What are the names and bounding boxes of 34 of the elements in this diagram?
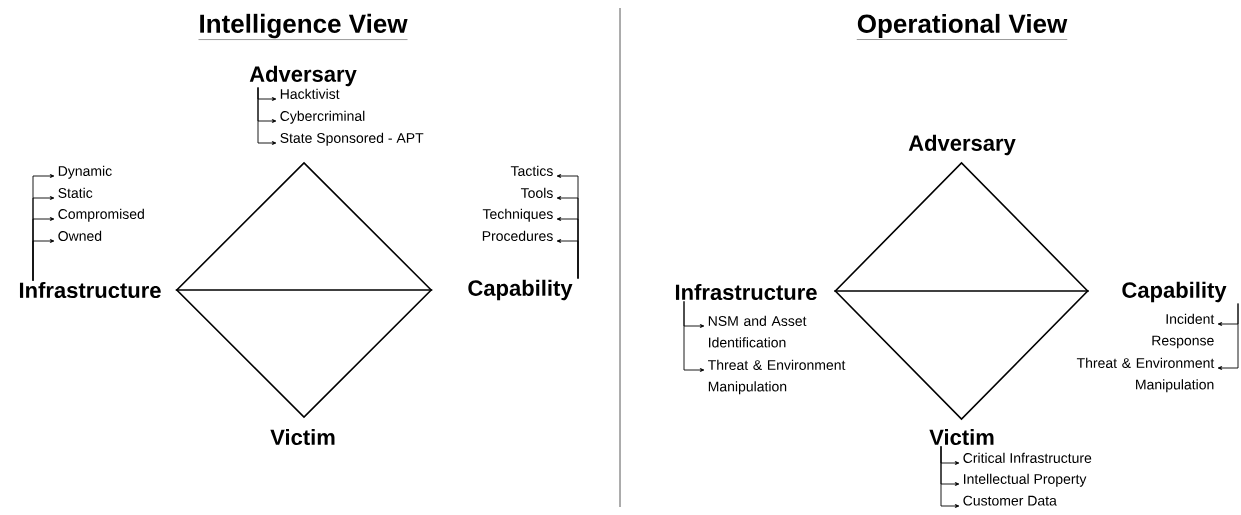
item-label: Threat & Environment Manipulation: [1076, 357, 1215, 393]
item-label: Static: [58, 187, 93, 198]
vertex-label: Capability: [468, 279, 573, 301]
vertex-label: Infrastructure: [19, 281, 161, 299]
vertex-label: Infrastructure: [675, 283, 817, 301]
item-label: Cybercriminal: [280, 110, 365, 124]
arrow: [32, 239, 55, 282]
item-label: Incident Response: [1152, 313, 1215, 349]
view-title: Intelligence View: [198, 13, 408, 40]
item-label: Intellectual Property: [964, 473, 1087, 487]
vertex-label: Victim: [929, 428, 994, 446]
arrow: [940, 445, 960, 508]
item-label: Threat & Environment Manipulation: [708, 359, 846, 395]
arrow: [257, 87, 277, 145]
item-label: NSM and Asset Identification: [708, 315, 807, 348]
arrow: [1217, 303, 1239, 370]
vertex-label: Victim: [270, 428, 335, 446]
view-title: Operational View: [856, 13, 1068, 40]
item-label: Procedures: [482, 230, 553, 241]
item-label: State Sponsored - APT: [280, 132, 424, 146]
item-label: Tools: [520, 187, 553, 198]
item-label: Owned: [58, 230, 102, 241]
item-label: Critical Infrastructure: [963, 452, 1092, 463]
item-label: Tactics: [510, 165, 553, 176]
arrow: [683, 300, 705, 372]
vertex-label: Adversary: [908, 134, 1016, 156]
item-label: Customer Data: [963, 495, 1057, 506]
item-label: Techniques: [482, 208, 553, 222]
item-label: Compromised: [58, 208, 144, 222]
arrow: [556, 239, 579, 279]
item-label: Hacktivist: [280, 88, 340, 99]
vertex-label: Adversary: [249, 65, 357, 87]
item-label: Dynamic: [58, 165, 112, 179]
vertex-label: Capability: [1122, 281, 1227, 303]
